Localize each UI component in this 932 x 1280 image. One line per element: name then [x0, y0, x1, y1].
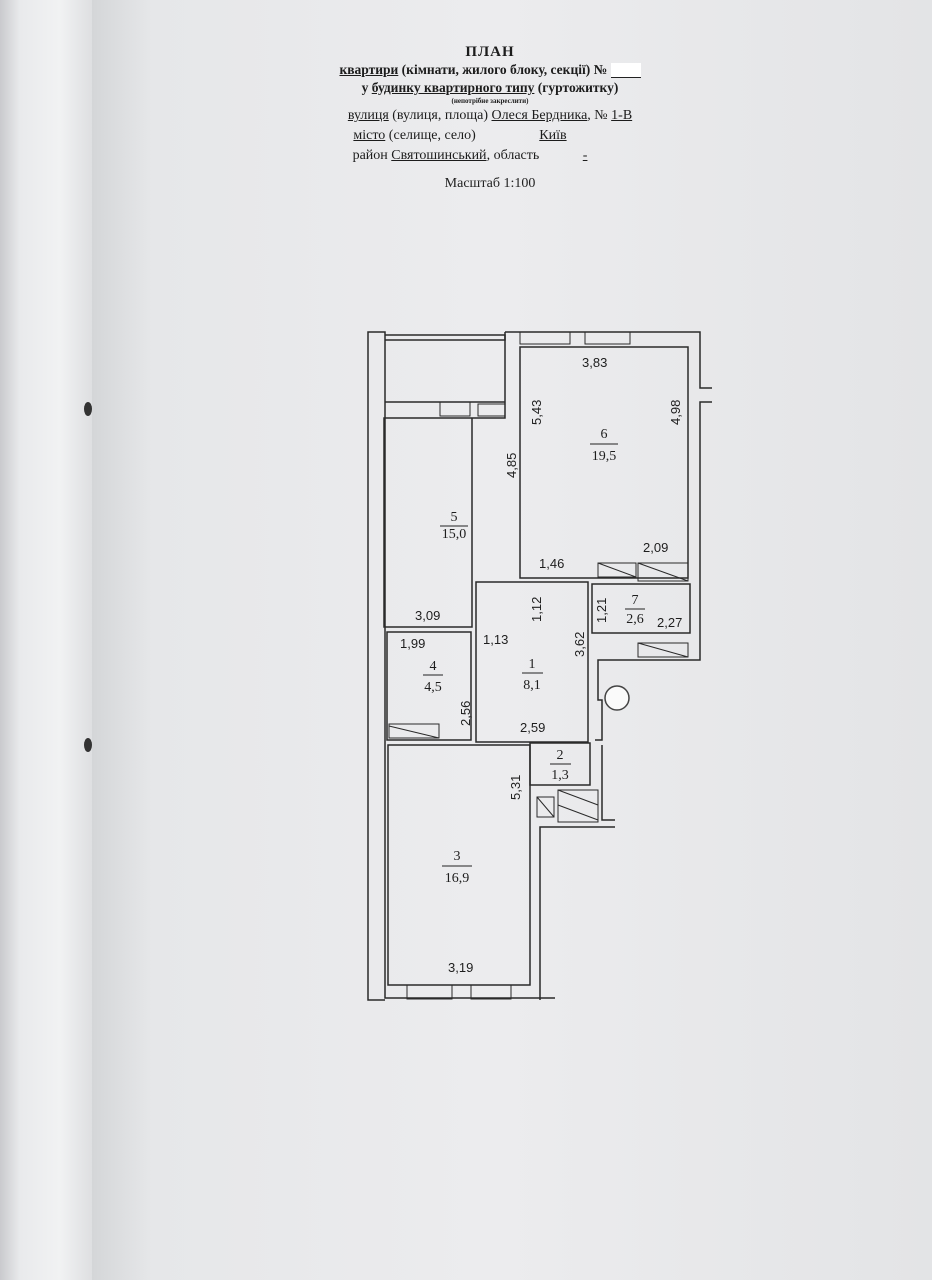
- room-1-number: 1: [529, 657, 536, 672]
- city-hint: (селище, село): [385, 128, 480, 143]
- walls: [367, 331, 712, 1001]
- binding-hole: [84, 402, 92, 416]
- dim: 3,62: [572, 632, 587, 657]
- room-4-area: 4,5: [424, 680, 442, 695]
- plan-title: ПЛАН: [465, 44, 515, 60]
- dimension-labels: 3,83 5,43 4,98 2,09 4,85 3,09 1,46 1,12 …: [400, 355, 683, 975]
- room-5-number: 5: [451, 510, 458, 525]
- apartment-hint: (кімнати, жилого блоку, секції) №: [398, 62, 611, 77]
- dim: 2,09: [643, 540, 668, 555]
- district-line: район Святошинський, область -: [280, 146, 700, 166]
- dim: 4,98: [668, 400, 683, 425]
- room-3-number: 3: [454, 849, 461, 864]
- binding-hole: [84, 738, 92, 752]
- dim: 4,85: [504, 453, 519, 478]
- room-labels: 1 8,1 2 1,3 3 16,9 4 4,5 5 15,0 6 19,5 7…: [423, 427, 645, 886]
- room-6-number: 6: [601, 427, 608, 442]
- city-line: місто (селище, село) Київ: [280, 126, 700, 146]
- city-label: місто: [353, 128, 386, 143]
- ventilation-shafts: [388, 562, 689, 823]
- dim: 3,83: [582, 355, 607, 370]
- district-label: район: [352, 148, 388, 163]
- street-label: вулиця: [347, 108, 389, 123]
- room-2-area: 1,3: [551, 768, 569, 783]
- room-7-area: 2,6: [626, 612, 644, 627]
- dim: 1,12: [529, 597, 544, 622]
- dim: 5,31: [508, 775, 523, 800]
- room-3-area: 16,9: [445, 871, 470, 886]
- binding-edge: [0, 0, 92, 1280]
- dim: 2,27: [657, 615, 682, 630]
- room-4-number: 4: [430, 659, 437, 674]
- plan-header: ПЛАН квартири (кімнати, жилого блоку, се…: [280, 44, 700, 166]
- room-1-area: 8,1: [523, 678, 541, 693]
- document-page: [92, 0, 932, 1280]
- room-2-number: 2: [557, 748, 564, 763]
- region-label: , область: [486, 148, 543, 163]
- strike-note: (непотрібне закреслити): [451, 97, 529, 105]
- building-prefix: у: [361, 80, 372, 95]
- dim: 1,21: [594, 598, 609, 623]
- street-value: Олеся Бердника: [491, 108, 588, 123]
- dim: 1,99: [400, 636, 425, 651]
- building-line: у будинку квартирного типу (гуртожитку): [280, 79, 700, 97]
- street-line: вулиця (вулиця, площа) Олеся Бердника, №…: [280, 106, 700, 126]
- number-label: , №: [587, 108, 612, 123]
- apartment-number-redacted: [610, 63, 641, 79]
- dim: 1,46: [539, 556, 564, 571]
- building-hint: (гуртожитку): [534, 80, 619, 95]
- dim: 3,19: [448, 960, 473, 975]
- scale-label: Масштаб 1:100: [444, 176, 536, 191]
- building-type: будинку квартирного типу: [371, 80, 535, 95]
- region-value: -: [582, 148, 588, 163]
- riser-icon: [604, 685, 630, 711]
- room-6-area: 19,5: [592, 449, 617, 464]
- street-hint: (вулиця, площа): [388, 108, 492, 123]
- dim: 2,59: [520, 720, 545, 735]
- dim: 3,09: [415, 608, 440, 623]
- number-value: 1-В: [611, 108, 633, 123]
- dim: 5,43: [529, 400, 544, 425]
- apartment-line: квартири (кімнати, жилого блоку, секції)…: [280, 61, 700, 79]
- apartment-label: квартири: [339, 62, 399, 77]
- dim: 1,13: [483, 632, 508, 647]
- district-value: Святошинський: [391, 148, 487, 163]
- windows: [406, 331, 631, 1000]
- room-5-area: 15,0: [442, 527, 467, 542]
- city-value: Київ: [539, 128, 567, 143]
- dim: 2,56: [458, 701, 473, 726]
- room-7-number: 7: [632, 593, 639, 608]
